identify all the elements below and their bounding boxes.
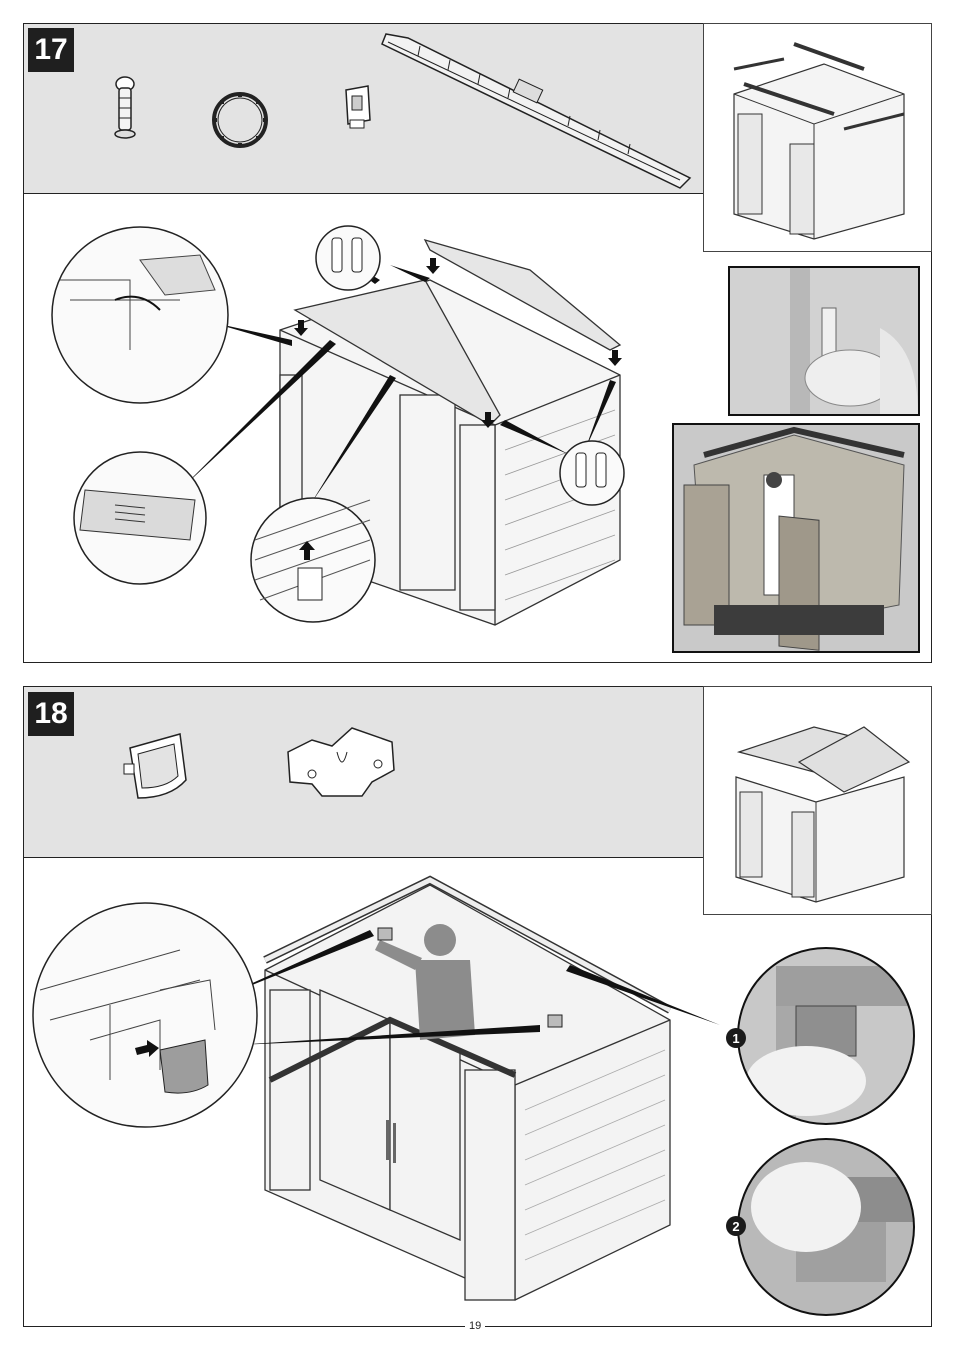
callout-2: 2 — [726, 1216, 746, 1236]
roof-truss-part-icon — [380, 28, 700, 190]
bracket-part-icon — [120, 728, 192, 804]
truss-lift-photo — [672, 423, 920, 653]
step-17-number: 17 — [34, 33, 67, 67]
step-17-badge: 17 — [28, 28, 74, 72]
roof-connector-part-icon — [282, 722, 402, 802]
clip-part-icon — [340, 82, 374, 134]
pin-part-icon — [108, 74, 142, 146]
step-17-main-illustration — [30, 200, 670, 656]
step-17-overview-thumbnail — [703, 23, 932, 252]
step-18-number: 18 — [34, 697, 67, 731]
step-18-overview-thumbnail — [703, 686, 932, 915]
ring-part-icon — [210, 90, 270, 150]
connector-insert-photo-1 — [736, 946, 916, 1126]
step-divider — [23, 662, 932, 688]
page-number: 19 — [465, 1320, 485, 1332]
pin-insert-photo — [728, 266, 920, 416]
callout-1: 1 — [726, 1028, 746, 1048]
step-18-badge: 18 — [28, 692, 74, 736]
step-18-main-illustration — [30, 870, 720, 1325]
connector-insert-photo-2 — [736, 1137, 916, 1317]
